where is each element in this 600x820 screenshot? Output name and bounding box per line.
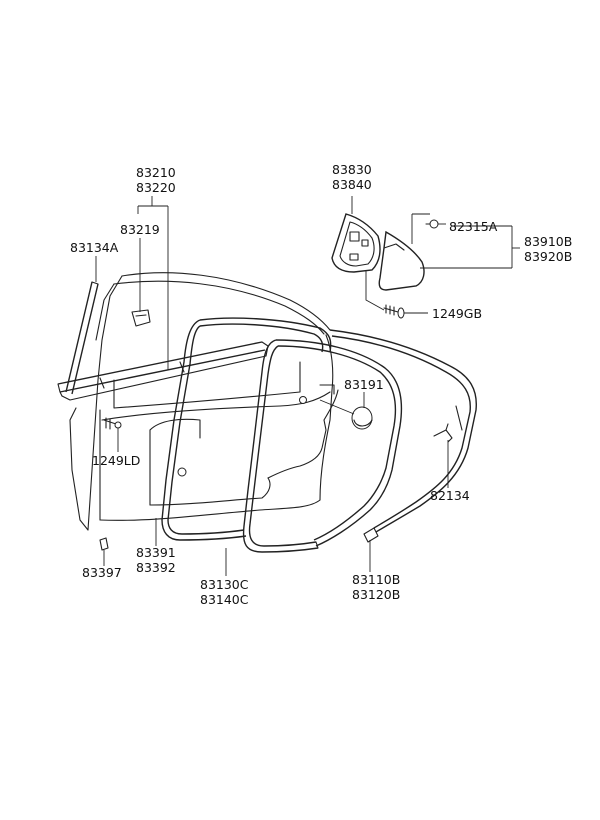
label-83920B: 83920B	[524, 249, 572, 264]
part-83210-belt-moulding	[57, 341, 269, 401]
door-panel	[69, 272, 334, 531]
label-83220: 83220	[136, 180, 176, 195]
part-83134A	[65, 281, 99, 395]
label-83120B: 83120B	[352, 587, 400, 602]
label-83191: 83191	[344, 377, 384, 392]
door-inner-opening	[113, 361, 339, 506]
part-82315A-screw	[425, 219, 439, 229]
label-83219: 83219	[120, 222, 160, 237]
part-83910B-cover	[378, 230, 425, 291]
part-83219-clip	[131, 309, 151, 327]
label-83830: 83830	[332, 162, 372, 177]
label-83910B: 83910B	[524, 234, 572, 249]
leader-lines	[95, 196, 520, 576]
label-83134A: 83134A	[70, 240, 119, 255]
label-1249LD: 1249LD	[92, 453, 140, 468]
label-83140C: 83140C	[200, 592, 249, 607]
label-83110B: 83110B	[352, 572, 400, 587]
part-1249GB-screw	[383, 304, 405, 319]
part-83391-door-weatherstrip	[161, 317, 332, 541]
part-83110B-body-weatherstrip	[329, 329, 477, 543]
part-83191-plug	[351, 406, 373, 430]
label-83397: 83397	[82, 565, 122, 580]
label-1249GB: 1249GB	[432, 306, 482, 321]
part-83830-delta-frame	[331, 213, 381, 273]
label-83391: 83391	[136, 545, 176, 560]
part-labels: 83210 83220 83219 83134A 83830 83840 823…	[70, 162, 572, 607]
part-1249LD-screw	[103, 417, 122, 430]
label-82134: 82134	[430, 488, 470, 503]
part-83130C-opening-weatherstrip	[242, 339, 403, 553]
label-83840: 83840	[332, 177, 372, 192]
label-83130C: 83130C	[200, 577, 249, 592]
part-83397-clip	[99, 537, 109, 551]
part-82134-clip	[433, 423, 453, 443]
label-82315A: 82315A	[449, 219, 498, 234]
label-83392: 83392	[136, 560, 176, 575]
label-83210: 83210	[136, 165, 176, 180]
